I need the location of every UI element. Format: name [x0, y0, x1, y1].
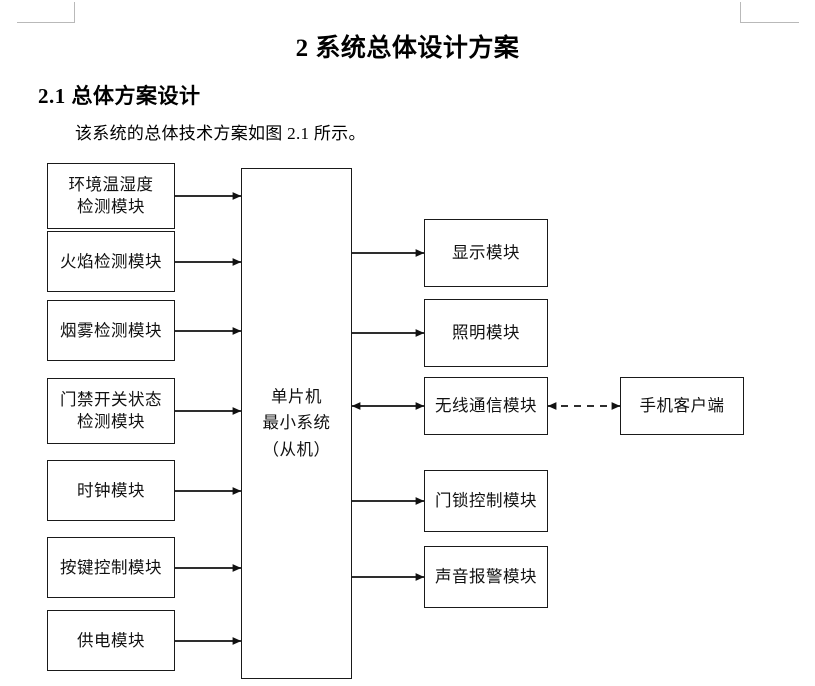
diagram-node-input-3: 门禁开关状态 检测模块 — [47, 378, 175, 444]
diagram-node-input-2: 烟雾检测模块 — [47, 300, 175, 361]
diagram-node-input-0: 环境温湿度 检测模块 — [47, 163, 175, 229]
crop-mark-top-left — [17, 2, 75, 23]
body-paragraph: 该系统的总体技术方案如图 2.1 所示。 — [75, 124, 366, 143]
diagram-node-controller: 单片机 最小系统 （从机） — [241, 168, 352, 679]
diagram-node-output-0: 显示模块 — [424, 219, 548, 287]
diagram-node-external-client: 手机客户端 — [620, 377, 744, 435]
diagram-node-input-5: 按键控制模块 — [47, 537, 175, 598]
crop-mark-top-right — [740, 2, 799, 23]
diagram-node-input-6: 供电模块 — [47, 610, 175, 671]
diagram-node-input-1: 火焰检测模块 — [47, 231, 175, 292]
diagram-node-output-1: 照明模块 — [424, 299, 548, 367]
diagram-node-input-4: 时钟模块 — [47, 460, 175, 521]
page-title: 2 系统总体设计方案 — [295, 35, 520, 62]
section-heading: 2.1 总体方案设计 — [38, 84, 201, 108]
diagram-node-output-4: 声音报警模块 — [424, 546, 548, 608]
diagram-node-output-2: 无线通信模块 — [424, 377, 548, 435]
diagram-node-output-3: 门锁控制模块 — [424, 470, 548, 532]
